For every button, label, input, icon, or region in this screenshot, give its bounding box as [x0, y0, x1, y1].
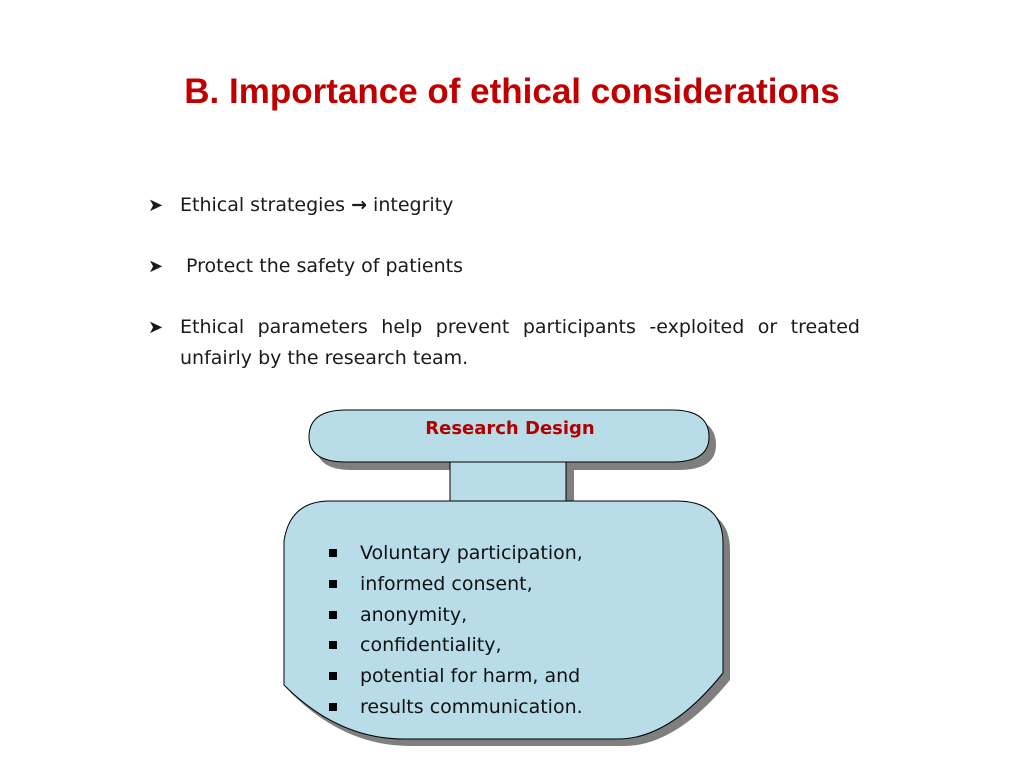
bullet-item-ethical-strategies: ➤ Ethical strategies → integrity	[148, 190, 860, 221]
ethics-item-results-communication: results communication.	[326, 692, 583, 723]
ethics-item-informed-consent: informed consent,	[326, 569, 583, 600]
bullet-text: Ethical parameters help prevent particip…	[180, 316, 860, 369]
research-design-label: Research Design	[425, 418, 595, 439]
ethics-item-potential-for-harm: potential for harm, and	[326, 661, 583, 692]
bullet-text: Protect the safety of patients	[180, 255, 463, 277]
arrowhead-bullet-icon: ➤	[148, 195, 164, 216]
box-shape	[283, 500, 724, 740]
header-shape	[308, 409, 710, 463]
box-shape-shadow	[290, 508, 730, 746]
ethics-item-anonymity: anonymity,	[326, 600, 583, 631]
bullet-item-ethical-parameters: ➤ Ethical parameters help prevent partic…	[148, 312, 860, 374]
bullet-list: ➤ Ethical strategies → integrity ➤ Prote…	[148, 190, 860, 404]
arrowhead-bullet-icon: ➤	[148, 256, 164, 277]
slide-title: B. Importance of ethical considerations	[184, 72, 840, 111]
connector-stem	[449, 459, 567, 507]
bullet-text: integrity	[367, 194, 454, 216]
right-arrow-icon: →	[351, 194, 368, 216]
bullet-text: Ethical strategies	[180, 194, 352, 216]
ethics-item-voluntary-participation: Voluntary participation,	[326, 538, 583, 569]
arrowhead-bullet-icon: ➤	[148, 317, 164, 338]
ethics-list: Voluntary participation, informed consen…	[326, 538, 583, 723]
connector-shadow	[456, 468, 574, 512]
header-shape-shadow	[316, 417, 716, 470]
bullet-item-protect-safety: ➤ Protect the safety of patients	[148, 251, 860, 282]
ethics-item-confidentiality: confidentiality,	[326, 630, 583, 661]
